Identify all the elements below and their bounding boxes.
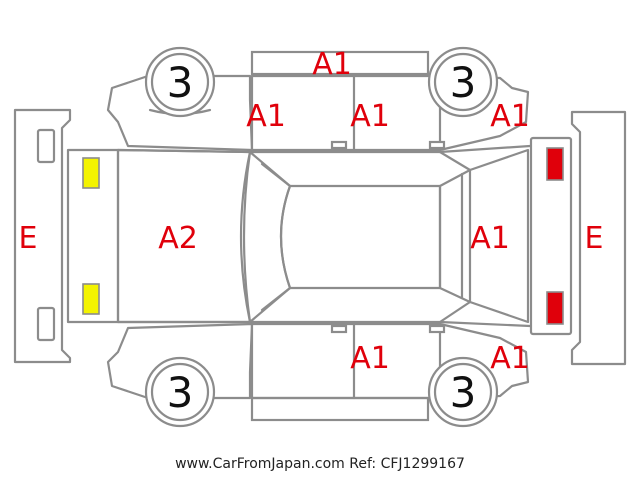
bottom-rear-fender-code: A1 (490, 341, 530, 376)
top-front-door-code: A1 (246, 99, 286, 134)
wheel-rear-bottom-grade: 3 (450, 368, 477, 417)
front-bumper-code: E (19, 221, 38, 256)
hood-code: A2 (158, 221, 198, 256)
wheel-rear-top-grade: 3 (450, 58, 477, 107)
wheel-rear-bottom: 3 (427, 356, 499, 428)
rear-bumper (529, 110, 627, 366)
top-rear-fender-code: A1 (490, 99, 530, 134)
wheel-front-top: 3 (144, 46, 216, 118)
body-outline (66, 144, 532, 328)
bottom-rear-door-code: A1 (350, 341, 390, 376)
rear-lamp-top (546, 147, 564, 181)
front-lamp-top (82, 157, 100, 189)
wheel-front-top-grade: 3 (167, 58, 194, 107)
rear-window-code: A1 (470, 221, 510, 256)
source-credit: www.CarFromJapan.com Ref: CFJ1299167 (175, 456, 465, 472)
front-lamp-bottom (82, 283, 100, 315)
rear-lamp-bottom (546, 291, 564, 325)
roof-top-code: A1 (312, 47, 352, 82)
wheel-front-bottom-grade: 3 (167, 368, 194, 417)
rear-bumper-code: E (585, 221, 604, 256)
wheel-rear-top: 3 (427, 46, 499, 118)
front-bumper (13, 108, 72, 364)
wheel-front-bottom: 3 (144, 356, 216, 428)
top-rear-door-code: A1 (350, 99, 390, 134)
